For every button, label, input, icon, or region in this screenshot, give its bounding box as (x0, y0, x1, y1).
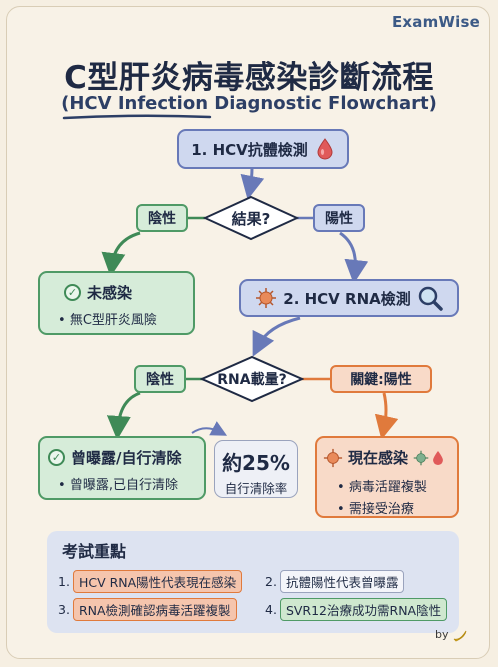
decision2-positive-pill: 關鍵:陽性 (330, 365, 432, 393)
brand-logo: ExamWise (391, 13, 480, 31)
decision1-label: 結果? (231, 209, 271, 228)
decision1-negative-pill: 陰性 (136, 204, 188, 232)
exam-points-title: 考試重點 (62, 542, 127, 561)
current-infection-title: 現在感染 (348, 449, 409, 467)
exam-point-4: 4. SVR12治療成功需RNA陰性 (265, 598, 448, 621)
step2-label: 2. HCV RNA檢測 (283, 289, 411, 308)
magnifier-icon (418, 286, 443, 311)
exam-point-1: 1. HCV RNA陽性代表現在感染 (58, 570, 243, 593)
arrow-step1-decision1 (240, 167, 265, 200)
blood-drop-icon (433, 450, 443, 465)
clearance-stat-value: 約25% (222, 451, 290, 475)
decision1-diamond (203, 195, 299, 241)
arrow-to-stat (191, 421, 228, 436)
subtitle-underline (62, 114, 212, 120)
arrow-to-current-infection (374, 392, 399, 440)
decision2-label: RNA載量? (217, 372, 287, 388)
virus-icon (323, 448, 343, 467)
current-infection-box: 現在感染 • 病毒活躍複製 • 需接受治療 (315, 436, 459, 518)
blood-drop-icon (317, 138, 333, 160)
not-infected-title: 未感染 (87, 284, 133, 302)
past-exposure-item: • 曾曝露,已自行清除 (58, 478, 178, 493)
page-title: C型肝炎病毒感染診斷流程 (64, 60, 434, 96)
clearance-stat-label: 自行清除率 (224, 481, 288, 496)
virus-icon (413, 450, 429, 465)
arrow-to-past-exposure (106, 391, 141, 440)
step1-label: 1. HCV抗體檢測 (191, 140, 308, 159)
arrow-step2-decision2 (252, 316, 301, 357)
decision1-positive-pill: 陽性 (313, 204, 365, 232)
byline: by (435, 628, 468, 642)
decision2-diamond (200, 355, 304, 403)
decision2-negative-pill: 陰性 (134, 365, 186, 393)
check-icon: ✓ (48, 449, 65, 466)
not-infected-box: ✓ 未感染 • 無C型肝炎風險 (38, 271, 195, 335)
step2-box: 2. HCV RNA檢測 (239, 279, 459, 317)
arrow-to-not-infected (101, 231, 141, 277)
past-exposure-title: 曾曝露/自行清除 (71, 449, 182, 467)
not-infected-item: • 無C型肝炎風險 (58, 313, 157, 328)
past-exposure-box: ✓ 曾曝露/自行清除 • 曾曝露,已自行清除 (38, 436, 206, 500)
step1-box: 1. HCV抗體檢測 (177, 129, 349, 169)
banana-icon (453, 630, 467, 642)
virus-icon (256, 288, 277, 308)
current-infection-item: • 需接受治療 (337, 502, 414, 517)
check-icon: ✓ (64, 284, 81, 301)
exam-point-2: 2. 抗體陽性代表曾曝露 (265, 570, 405, 593)
arrow-to-step2 (339, 231, 369, 284)
page-subtitle: (HCV Infection Diagnostic Flowchart) (61, 93, 437, 114)
current-infection-item: • 病毒活躍複製 (337, 480, 427, 495)
clearance-stat-box: 約25% 自行清除率 (214, 440, 298, 498)
exam-point-3: 3. RNA檢測確認病毒活躍複製 (58, 598, 237, 621)
